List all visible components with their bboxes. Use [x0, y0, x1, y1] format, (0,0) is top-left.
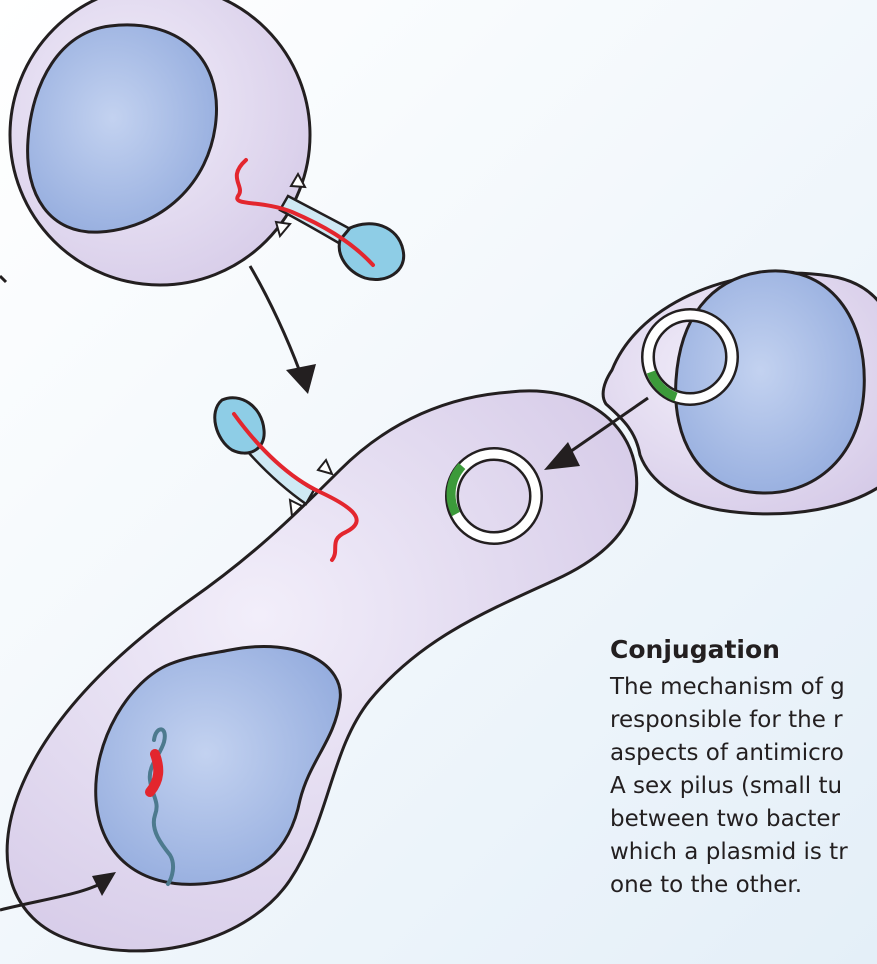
caption-line-2: responsible for the r — [610, 704, 877, 737]
top-bacterium — [10, 0, 310, 285]
transduction-arrow-line — [250, 266, 300, 372]
caption: Conjugation The mechanism of g responsib… — [610, 633, 877, 902]
caption-line-6: which a plasmid is tr — [610, 836, 877, 869]
top-phage-spike-2 — [276, 222, 290, 236]
caption-line-4: A sex pilus (small tu — [610, 770, 877, 803]
recipient-bacterium — [7, 391, 637, 951]
caption-line-7: one to the other. — [610, 869, 877, 902]
right-bacterium — [603, 271, 877, 514]
caption-line-1: The mechanism of g — [610, 671, 877, 704]
caption-line-3: aspects of antimicro — [610, 737, 877, 770]
caption-line-5: between two bacter — [610, 803, 877, 836]
right-bacterium-nucleoid — [676, 271, 865, 493]
recipient-phage-spike-1 — [318, 460, 332, 474]
top-phage-head — [339, 224, 403, 280]
left-edge-mark — [0, 276, 6, 282]
transduction-arrowhead — [286, 364, 316, 394]
caption-title: Conjugation — [610, 633, 877, 667]
